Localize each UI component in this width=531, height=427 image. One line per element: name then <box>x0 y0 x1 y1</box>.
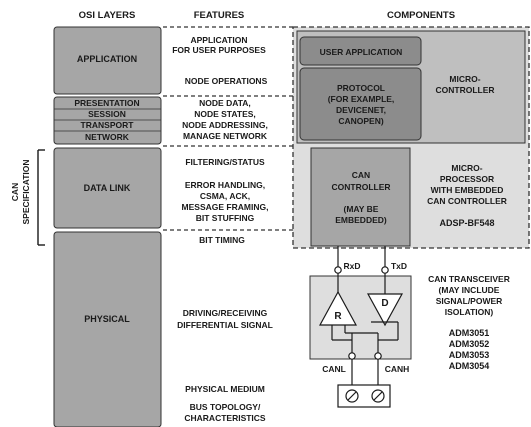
receiver-label: R <box>334 311 342 322</box>
feature-bit-timing: BIT TIMING <box>199 235 245 245</box>
feature-application: APPLICATION <box>191 35 248 45</box>
microcontroller-label: CONTROLLER <box>435 85 494 95</box>
header-features: FEATURES <box>194 10 245 21</box>
layer-physical <box>53 231 162 427</box>
canl-node <box>348 352 356 360</box>
microprocessor-label: WITH EMBEDDED <box>431 185 504 195</box>
feature-error-handling: ERROR HANDLING, <box>185 180 265 190</box>
can-controller-label: (MAY BE <box>344 204 379 214</box>
feature-node-data: NODE DATA, <box>199 98 251 108</box>
canl-label: CANL <box>322 364 346 374</box>
feature-bit-stuffing: BIT STUFFING <box>196 213 255 223</box>
protocol-label: DEVICENET, <box>336 105 386 115</box>
canh-node <box>374 352 382 360</box>
feature-filtering-status: FILTERING/STATUS <box>185 157 265 167</box>
microprocessor-label: CAN CONTROLLER <box>427 196 507 206</box>
layer-transport-label: TRANSPORT <box>81 120 135 130</box>
layer-data-link-label: DATA LINK <box>84 183 131 193</box>
transceiver-label: CAN TRANSCEIVER <box>428 274 510 284</box>
feature-node-states: NODE STATES, <box>194 109 256 119</box>
layer-data-link <box>53 147 162 229</box>
terminal-screw-icon <box>373 391 383 401</box>
can-controller-label: EMBEDDED) <box>335 215 387 225</box>
header-components: COMPONENTS <box>387 10 455 21</box>
part-number: ADM3051 <box>449 328 490 338</box>
transceiver-label: SIGNAL/POWER <box>436 296 503 306</box>
feature-driving-receiving: DRIVING/RECEIVING <box>183 308 268 318</box>
header-osi-layers: OSI LAYERS <box>79 10 136 21</box>
feature-manage-network: MANAGE NETWORK <box>183 131 268 141</box>
transceiver-label: ISOLATION) <box>445 307 494 317</box>
protocol-label: PROTOCOL <box>337 83 385 93</box>
protocol-box <box>299 67 422 141</box>
adsp-part-label: ADSP-BF548 <box>439 218 494 228</box>
receiver-symbol <box>318 290 358 326</box>
can-spec-label: CAN <box>10 183 20 201</box>
transceiver-label: (MAY INCLUDE <box>439 285 500 295</box>
can-spec-label: SPECIFICATION <box>21 159 31 224</box>
layer-presentation-label: PRESENTATION <box>74 98 139 108</box>
feature-bus-topology: BUS TOPOLOGY/ <box>190 402 261 412</box>
layer-network-label: NETWORK <box>85 132 130 142</box>
feature-application: FOR USER PURPOSES <box>172 45 266 55</box>
rxd-node <box>334 266 342 274</box>
can-controller-label: CONTROLLER <box>331 182 390 192</box>
feature-message-framing: MESSAGE FRAMING, <box>182 202 269 212</box>
txd-label: TxD <box>391 261 407 271</box>
layer-application <box>53 26 162 95</box>
driver-label: D <box>381 298 388 309</box>
feature-differential-signal: DIFFERENTIAL SIGNAL <box>177 320 273 330</box>
feature-csma-ack: CSMA, ACK, <box>200 191 250 201</box>
microprocessor-label: PROCESSOR <box>440 174 494 184</box>
microcontroller-label: MICRO- <box>449 74 480 84</box>
part-number: ADM3054 <box>449 361 490 371</box>
user-application-label: USER APPLICATION <box>320 47 403 57</box>
layer-application-label: APPLICATION <box>77 54 137 64</box>
microprocessor-label: MICRO- <box>451 163 482 173</box>
feature-node-operations: NODE OPERATIONS <box>185 76 268 86</box>
terminal-screw-icon <box>347 391 357 401</box>
part-number: ADM3053 <box>449 350 490 360</box>
feature-physical-medium: PHYSICAL MEDIUM <box>185 384 265 394</box>
layer-session-label: SESSION <box>88 109 126 119</box>
feature-node-addressing: NODE ADDRESSING, <box>182 120 268 130</box>
canh-label: CANH <box>385 364 410 374</box>
protocol-label: CANOPEN) <box>338 116 384 126</box>
rxd-label: RxD <box>343 261 360 271</box>
can-controller-label: CAN <box>352 170 370 180</box>
protocol-label: (FOR EXAMPLE, <box>328 94 395 104</box>
txd-node <box>381 266 389 274</box>
user-application-box <box>299 36 422 66</box>
feature-characteristics: CHARACTERISTICS <box>184 413 266 423</box>
driver-symbol <box>366 293 404 327</box>
layer-physical-label: PHYSICAL <box>84 314 130 324</box>
can-controller-box <box>310 147 411 247</box>
part-number: ADM3052 <box>449 339 490 349</box>
